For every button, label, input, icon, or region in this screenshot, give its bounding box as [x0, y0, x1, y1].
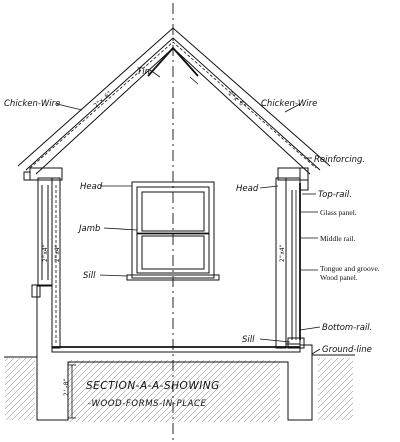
- label-sill-window: Sill: [83, 271, 96, 281]
- label-bottom-rail: Bottom-rail.: [322, 323, 372, 333]
- label-tongue-groove-1: Tongue and groove.: [320, 264, 380, 273]
- ground-hatch-left: [5, 358, 35, 420]
- left-footing-wall: [36, 284, 313, 421]
- label-head-right: Head: [236, 184, 259, 194]
- ground-hatch-center: [68, 360, 280, 422]
- dim-footing: 2'-0": [63, 378, 70, 396]
- label-tin: Tin: [137, 67, 150, 77]
- dim-stud-left-b: 2"x4": [54, 244, 61, 262]
- caption-line1: SECTION-A-A-SHOWING: [86, 380, 220, 392]
- label-ground-line: Ground-line: [322, 345, 372, 355]
- window-unit: [126, 181, 220, 281]
- label-reinforcing: Reinforcing.: [314, 155, 365, 165]
- ground-hatch-right: [318, 358, 353, 420]
- dim-stud-left-a: 2"x4": [42, 244, 49, 262]
- caption-line2: -WOOD-FORMS-IN-PLACE: [88, 399, 207, 409]
- label-chicken-wire-left: Chicken-Wire: [4, 99, 60, 109]
- label-top-rail: Top-rail.: [318, 190, 352, 200]
- dim-stud-right: 2"x4": [279, 244, 286, 262]
- leader-lines: [56, 69, 321, 355]
- label-jamb: Jamb: [77, 224, 100, 234]
- footing-dimension: [68, 364, 76, 419]
- label-middle-rail: Middle rail.: [320, 234, 356, 243]
- label-glass-panel: Glass panel.: [320, 208, 357, 217]
- label-sill-base: Sill: [242, 335, 255, 345]
- label-head-left: Head: [80, 182, 103, 192]
- ground-line: [4, 354, 355, 358]
- dim-rafter-left: 2"x 6": [93, 90, 114, 110]
- right-wall: [275, 167, 309, 349]
- label-tongue-groove-2: Wood panel.: [320, 273, 358, 282]
- label-chicken-wire-right: Chicken-Wire: [261, 99, 317, 109]
- left-wall: [23, 167, 63, 349]
